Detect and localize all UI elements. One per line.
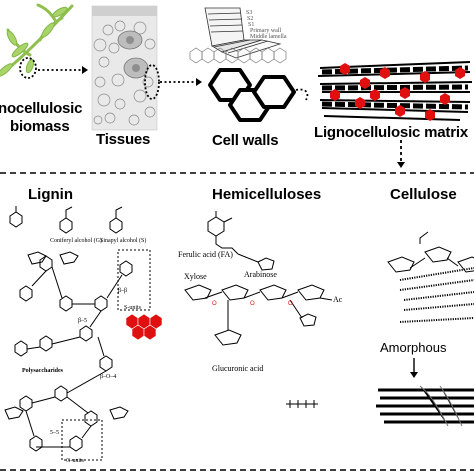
lignin-bond-bb: β–β [118,288,128,294]
svg-text:S1: S1 [248,22,254,28]
svg-text:Middle lamella: Middle lamella [250,34,287,40]
svg-text:S2: S2 [247,16,253,22]
svg-text:Primary wall: Primary wall [250,28,281,34]
hemi-label-xylose: Xylose [184,272,207,281]
lignin-label-polysaccharides: Polysaccharides [22,368,63,374]
caption-cell-walls: Cell walls [212,132,279,149]
lignin-bond-55: 5–5 [50,430,59,436]
caption-matrix: Lignocellulosic matrix [314,124,468,141]
caption-biomass-line2: biomass [10,118,70,135]
hemi-label-ac: Ac [333,295,343,304]
lignin-label-g-units: G-units [66,458,84,464]
cellulose-title: Cellulose [390,186,457,203]
caption-biomass-line1: nocellulosic [0,100,83,117]
caption-tissues: Tissues [96,131,151,148]
svg-text:O: O [212,301,217,307]
lignin-bond-bo4: β–O–4 [100,374,117,380]
hemi-label-glucuronic: Glucuronic acid [212,364,264,373]
svg-text:O: O [288,301,293,307]
svg-text:O: O [250,301,255,307]
hemi-label-ferulic: Ferulic acid (FA) [178,250,233,259]
lignin-title: Lignin [28,186,73,203]
lignin-label-s-units: S-units [124,305,142,311]
lignin-monomer-s: Sinapyl alcohol (S) [100,238,147,244]
hemi-label-arabinose: Arabinose [244,270,277,279]
cellulose-label-amorphous: Amorphous [380,340,447,355]
lignin-bond-b5: β–5 [78,318,88,324]
svg-text:S3: S3 [246,10,252,16]
hemicelluloses-title: Hemicelluloses [212,186,322,203]
lignin-monomer-g: Coniferyl alcohol (G) [50,238,102,244]
